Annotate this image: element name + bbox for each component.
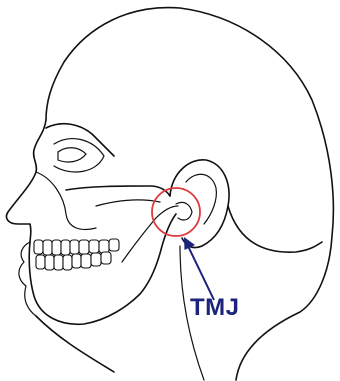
- tmj-pointer-line: [188, 246, 214, 300]
- cheek-line: [36, 172, 96, 229]
- zygomatic-arch: [66, 186, 170, 196]
- ear-canal: [176, 202, 192, 220]
- tmj-label: TMJ: [190, 296, 240, 320]
- eye-socket: [54, 139, 104, 172]
- lower-teeth: [36, 252, 111, 270]
- eye-outline: [58, 148, 86, 162]
- tmj-highlight-circle: [152, 188, 200, 236]
- head-outline: [46, 8, 333, 380]
- neck-back: [228, 206, 322, 252]
- face-profile: [6, 120, 46, 242]
- zygomatic-arch-lower: [96, 200, 160, 206]
- lips-chin: [19, 242, 36, 316]
- ear-outline: [170, 160, 229, 248]
- mandible-ramus: [122, 206, 178, 262]
